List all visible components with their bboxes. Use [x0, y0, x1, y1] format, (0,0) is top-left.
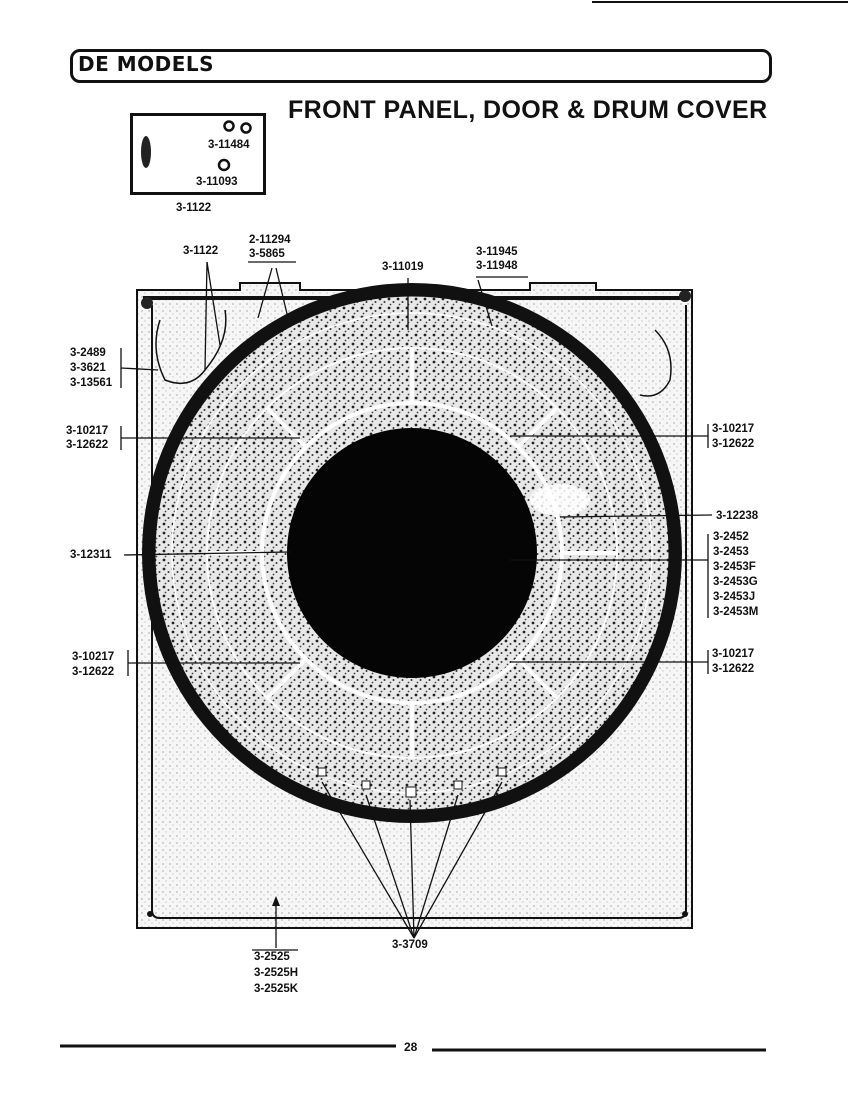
page-title: FRONT PANEL, DOOR & DRUM COVER — [288, 96, 768, 124]
inset-parts — [141, 120, 252, 172]
callout-right-2-f: 3-2453M — [713, 606, 759, 618]
callout-right-3-b: 3-12622 — [712, 663, 755, 675]
callout-left-2-b: 3-12622 — [66, 439, 109, 451]
page-number: 28 — [404, 1040, 418, 1054]
callout-top-center: 3-11019 — [382, 261, 424, 273]
drum-cover — [142, 283, 682, 823]
callout-right-1-b: 3-12622 — [712, 438, 755, 450]
callout-left-3-b: 3-12622 — [72, 666, 115, 678]
callout-bottom-panel-b: 3-2525H — [254, 967, 299, 979]
callout-top-right-1: 3-11945 — [476, 246, 518, 258]
callout-right-2-b: 3-2453 — [713, 546, 749, 558]
callout-right-2-a: 3-2452 — [713, 531, 749, 543]
section-header-box — [70, 49, 772, 83]
callout-right-single: 3-12238 — [716, 510, 759, 522]
inset-caption: 3-1122 — [176, 202, 212, 214]
callout-left-2-a: 3-10217 — [66, 425, 109, 437]
callout-right-2-d: 3-2453G — [713, 576, 758, 588]
callout-bottom-panel-c: 3-2525K — [254, 983, 299, 995]
inset-box — [130, 113, 266, 195]
callout-left-3-a: 3-10217 — [72, 651, 115, 663]
callout-left-1-b: 3-3621 — [70, 362, 106, 374]
callout-top-right-2: 3-11948 — [476, 260, 518, 272]
callout-bottom-screws: 3-3709 — [392, 939, 428, 951]
models-title: DE MODELS — [78, 52, 215, 76]
callout-top-left-wire: 3-1122 — [183, 245, 219, 257]
leader-lines — [120, 261, 713, 951]
callout-top-pair-2: 3-5865 — [249, 248, 285, 260]
callout-bottom-panel-a: 3-2525 — [254, 951, 290, 963]
callout-right-2-c: 3-2453F — [713, 561, 756, 573]
callout-top-pair-1: 2-11294 — [249, 234, 291, 246]
inset-part-a: 3-11484 — [208, 139, 250, 151]
callout-right-2-e: 3-2453J — [713, 591, 756, 603]
inset-part-b: 3-11093 — [196, 176, 238, 188]
callout-right-1-a: 3-10217 — [712, 423, 755, 435]
callout-left-center: 3-12311 — [70, 549, 112, 561]
callout-right-3-a: 3-10217 — [712, 648, 755, 660]
callout-left-1-a: 3-2489 — [70, 347, 106, 359]
callout-left-1-c: 3-13561 — [70, 377, 113, 389]
